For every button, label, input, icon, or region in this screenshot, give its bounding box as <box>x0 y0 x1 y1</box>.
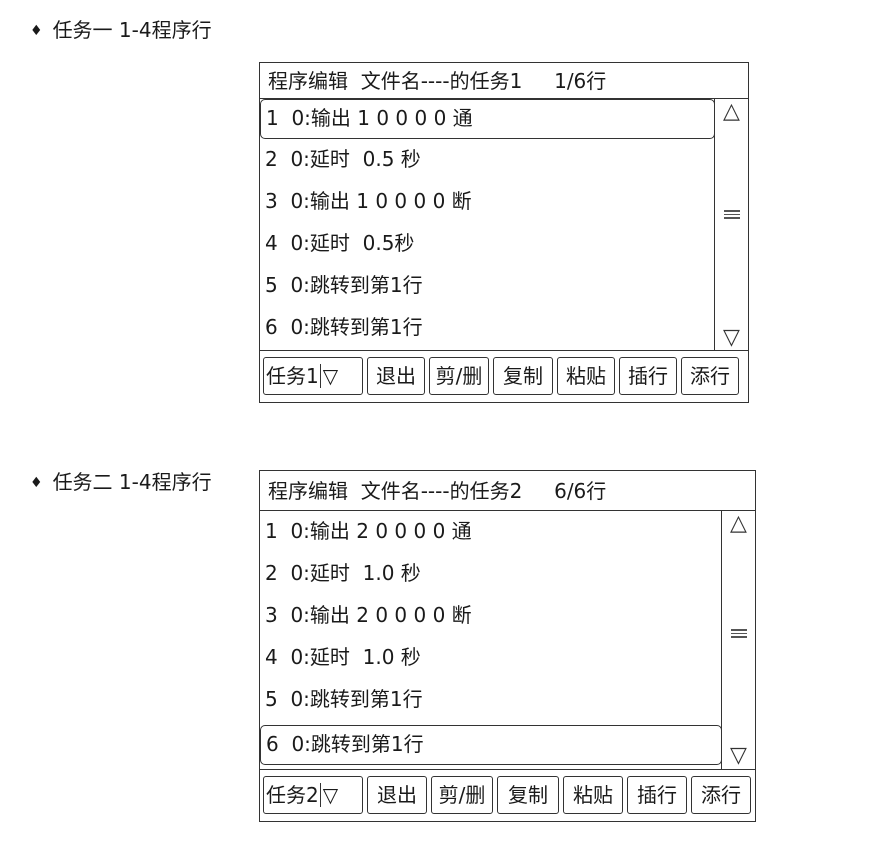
cut-delete-button[interactable]: 剪/删 <box>429 357 489 395</box>
scrollbar-thumb[interactable] <box>723 210 740 219</box>
task-select-value: 任务2 <box>266 783 319 807</box>
paste-button[interactable]: 粘贴 <box>557 357 615 395</box>
program-row[interactable]: 2 0:延时 1.0 秒 <box>265 561 421 585</box>
program-row[interactable]: 4 0:延时 0.5秒 <box>265 231 415 255</box>
task-select-value: 任务1 <box>266 364 319 388</box>
chevron-down-icon: ▽ <box>322 783 339 807</box>
program-row[interactable]: 2 0:延时 0.5 秒 <box>265 147 421 171</box>
copy-button[interactable]: 复制 <box>497 776 559 814</box>
task-select-dropdown[interactable]: 任务1▽ <box>263 357 363 395</box>
program-row[interactable]: 5 0:跳转到第1行 <box>265 687 423 711</box>
program-row[interactable]: 3 0:输出 1 0 0 0 0 断 <box>265 189 472 213</box>
scroll-down-icon[interactable]: ▽ <box>723 325 740 350</box>
program-row[interactable]: 1 0:输出 2 0 0 0 0 通 <box>265 519 472 543</box>
cut-delete-button[interactable]: 剪/删 <box>431 776 493 814</box>
section-title-text: 任务一 1-4程序行 <box>52 18 212 42</box>
scrollbar[interactable]: △ ▽ <box>721 511 755 769</box>
program-row[interactable]: 6 0:跳转到第1行 <box>260 725 722 765</box>
scroll-down-icon[interactable]: ▽ <box>730 743 747 768</box>
editor-toolbar: 任务2▽ 退出 剪/删 复制 粘贴 插行 添行 <box>260 769 755 821</box>
insert-row-button[interactable]: 插行 <box>619 357 677 395</box>
program-row[interactable]: 4 0:延时 1.0 秒 <box>265 645 421 669</box>
scrollbar-thumb[interactable] <box>730 629 747 638</box>
text-caret <box>319 782 321 807</box>
scroll-up-icon[interactable]: △ <box>723 99 740 124</box>
program-row[interactable]: 6 0:跳转到第1行 <box>265 315 423 339</box>
scroll-up-icon[interactable]: △ <box>730 511 747 536</box>
add-row-button[interactable]: 添行 <box>691 776 751 814</box>
task-select-dropdown[interactable]: 任务2▽ <box>263 776 363 814</box>
exit-button[interactable]: 退出 <box>367 776 427 814</box>
section-title-text: 任务二 1-4程序行 <box>52 470 212 494</box>
bullet-icon: ♦ <box>30 23 43 39</box>
section-title-task2: ♦ 任务二 1-4程序行 <box>30 470 212 497</box>
program-row[interactable]: 3 0:输出 2 0 0 0 0 断 <box>265 603 472 627</box>
add-row-button[interactable]: 添行 <box>681 357 739 395</box>
program-row[interactable]: 1 0:输出 1 0 0 0 0 通 <box>260 99 715 139</box>
program-editor-panel-2: 程序编辑 文件名----的任务2 6/6行 1 0:输出 2 0 0 0 0 通… <box>259 470 756 822</box>
program-editor-panel-1: 程序编辑 文件名----的任务1 1/6行 1 0:输出 1 0 0 0 0 通… <box>259 62 749 403</box>
program-row[interactable]: 5 0:跳转到第1行 <box>265 273 423 297</box>
copy-button[interactable]: 复制 <box>493 357 553 395</box>
program-list: 1 0:输出 1 0 0 0 0 通 2 0:延时 0.5 秒 3 0:输出 1… <box>260 99 748 351</box>
section-title-task1: ♦ 任务一 1-4程序行 <box>30 18 212 45</box>
insert-row-button[interactable]: 插行 <box>627 776 687 814</box>
editor-header: 程序编辑 文件名----的任务1 1/6行 <box>260 63 748 99</box>
bullet-icon: ♦ <box>30 475 43 491</box>
text-caret <box>319 363 321 388</box>
program-list: 1 0:输出 2 0 0 0 0 通 2 0:延时 1.0 秒 3 0:输出 2… <box>260 511 755 769</box>
editor-header: 程序编辑 文件名----的任务2 6/6行 <box>260 471 755 511</box>
editor-toolbar: 任务1▽ 退出 剪/删 复制 粘贴 插行 添行 <box>260 350 748 402</box>
chevron-down-icon: ▽ <box>322 364 339 388</box>
exit-button[interactable]: 退出 <box>367 357 425 395</box>
paste-button[interactable]: 粘贴 <box>563 776 623 814</box>
scrollbar[interactable]: △ ▽ <box>714 99 748 351</box>
